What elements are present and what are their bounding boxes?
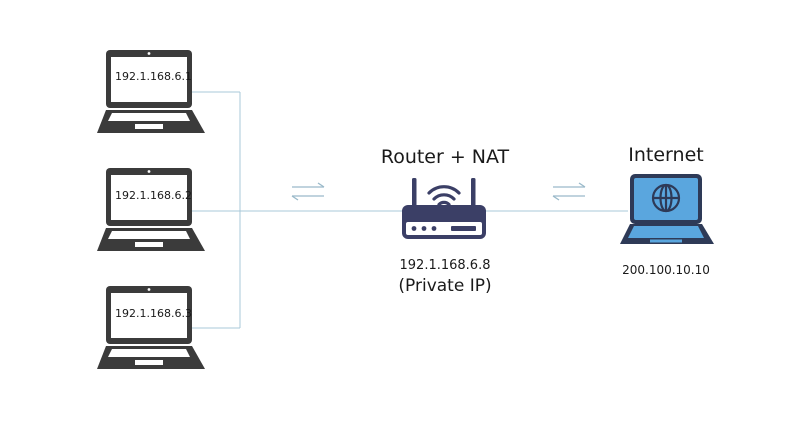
- router-ip-note: (Private IP): [398, 276, 492, 296]
- bidirectional-arrow-icon-right: [552, 182, 586, 201]
- connection-lines: [192, 91, 628, 329]
- laptop-client-3: [97, 286, 205, 369]
- internet-title: Internet: [628, 144, 704, 166]
- router-title: Router + NAT: [380, 146, 510, 168]
- laptop-client-2: [97, 168, 205, 251]
- internet-laptop-icon: [620, 174, 714, 244]
- wifi-signal-icon: [427, 185, 461, 207]
- router-icon: [402, 178, 486, 239]
- bidirectional-arrow-icon-left: [291, 182, 325, 201]
- router-ip: 192.1.168.6.8: [399, 258, 491, 273]
- laptop-client-1: [97, 50, 205, 133]
- client-2-ip: 192.1.168.6.2: [115, 189, 192, 202]
- internet-ip: 200.100.10.10: [622, 263, 710, 277]
- client-1-ip: 192.1.168.6.1: [115, 70, 192, 83]
- client-3-ip: 192.1.168.6.3: [115, 307, 192, 320]
- globe-icon: [651, 183, 681, 213]
